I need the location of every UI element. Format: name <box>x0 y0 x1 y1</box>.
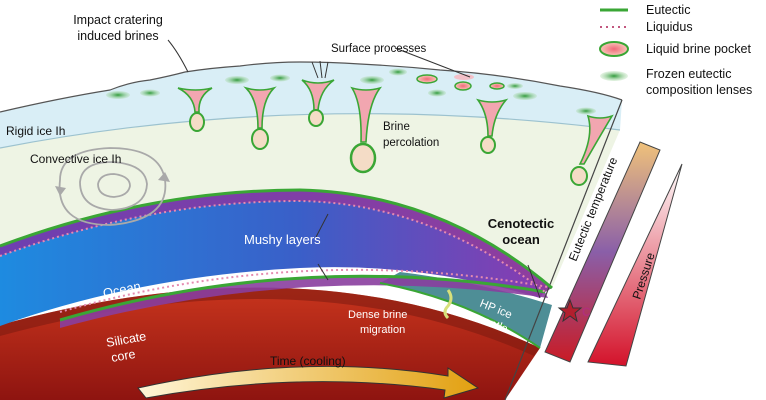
label-time: Time (cooling) <box>270 354 346 368</box>
eutectic-temperature-bar <box>544 141 661 363</box>
liquidus-line-lower <box>59 268 549 313</box>
ocean-layer <box>0 195 545 326</box>
label-surface-processes: Surface processes <box>331 43 426 55</box>
legend <box>599 8 629 81</box>
time-cooling-arrow <box>137 365 480 399</box>
label-impact-line1: Impact cratering <box>73 13 163 27</box>
legend-lenses-line1: Frozen eutectic <box>646 67 731 81</box>
section-right-edge <box>504 99 623 400</box>
legend-brine-pocket-label: Liquid brine pocket <box>646 42 751 56</box>
ice-boundary <box>0 113 621 149</box>
label-brine-line2: percolation <box>383 137 439 149</box>
label-silicate-line2: core <box>110 347 136 365</box>
surface-brine-pockets <box>416 74 505 91</box>
liquidus-line-upper <box>0 199 546 293</box>
brine-conduit <box>177 87 213 132</box>
eutectic-line-upper <box>0 188 553 290</box>
brine-conduit <box>301 79 335 127</box>
label-silicate-line1: Silicate <box>105 329 147 350</box>
label-mushy-layers: Mushy layers <box>244 232 321 247</box>
legend-brine-pocket-swatch <box>599 41 629 57</box>
brine-conduit <box>349 86 383 174</box>
legend-lens-swatch <box>600 71 628 81</box>
surface-outline <box>0 61 623 113</box>
brine-conduit <box>243 86 277 150</box>
frozen-lenses <box>106 68 596 115</box>
convective-ice-layer <box>0 113 620 289</box>
upper-mushy-layer <box>0 190 552 292</box>
hp-ice-mantle <box>380 272 552 348</box>
label-dense-line1: Dense brine <box>348 309 407 321</box>
brine-conduit <box>570 114 614 186</box>
label-dense-line2: migration <box>360 324 405 336</box>
surface-cracks <box>311 60 329 79</box>
label-rigid-ice: Rigid ice Ih <box>6 124 65 138</box>
label-brine-line1: Brine <box>383 121 410 133</box>
legend-eutectic-label: Eutectic <box>646 3 690 17</box>
legend-liquidus-label: Liquidus <box>646 20 693 34</box>
label-cenotectic-line2: ocean <box>502 232 540 247</box>
dense-brine-migration-path <box>443 289 453 320</box>
eutectic-line-lower <box>59 274 546 322</box>
label-cenotectic-line1: Cenotectic <box>488 216 554 231</box>
label-impact-line2: induced brines <box>77 29 158 43</box>
label-point-c: C <box>582 305 591 319</box>
brine-conduits <box>177 79 614 186</box>
brine-conduit <box>476 98 509 154</box>
legend-lenses-line2: composition lenses <box>646 83 752 97</box>
eutectic-line-hp <box>379 282 541 349</box>
lower-mushy-layer <box>60 276 548 328</box>
point-c-star <box>557 298 583 323</box>
label-convective-ice: Convective ice Ih <box>30 152 121 166</box>
leader-lines <box>167 39 541 299</box>
pressure-wedge <box>587 163 683 367</box>
convection-cell <box>55 147 170 226</box>
